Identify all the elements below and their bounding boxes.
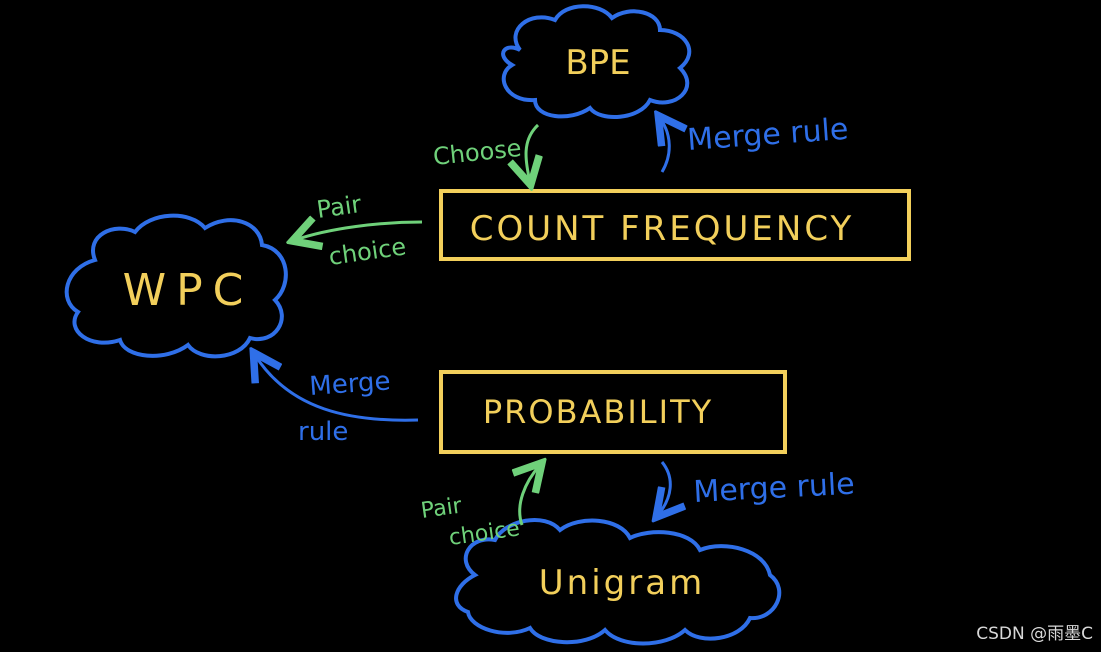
merge-rule-top-label: Merge rule bbox=[686, 112, 849, 158]
pair-choice-left-label-2: choice bbox=[327, 232, 408, 271]
wpc-cloud bbox=[64, 213, 288, 359]
count-frequency-label: COUNT FREQUENCY bbox=[470, 209, 855, 249]
probability-box bbox=[439, 370, 787, 454]
merge-rule-left-label-2: rule bbox=[298, 417, 348, 447]
pair-choice-bottom-label-2: choice bbox=[447, 516, 521, 551]
merge-rule-left-label-1: Merge bbox=[308, 366, 391, 402]
unigram-cloud bbox=[454, 517, 782, 646]
pair-choice-left-arrow bbox=[295, 222, 423, 240]
pair-choice-bottom-label-1: Pair bbox=[419, 493, 464, 524]
pair-choice-bottom-arrow bbox=[520, 465, 540, 526]
bpe-label: BPE bbox=[565, 43, 630, 83]
merge-rule-bottom-label: Merge rule bbox=[693, 467, 856, 510]
unigram-label: Unigram bbox=[539, 563, 705, 603]
merge-rule-left-arrow bbox=[255, 355, 419, 422]
pair-choice-left-label-1: Pair bbox=[315, 190, 363, 224]
merge-rule-bottom-arrow bbox=[658, 461, 670, 515]
probability-label: PROBABILITY bbox=[483, 393, 713, 431]
count-frequency-box bbox=[439, 189, 911, 261]
choose-arrow bbox=[526, 123, 538, 182]
watermark: CSDN @雨墨C bbox=[976, 624, 1093, 644]
wpc-label: WPC bbox=[123, 265, 254, 316]
choose-label: Choose bbox=[432, 134, 523, 171]
merge-rule-top-arrow bbox=[660, 118, 669, 173]
bpe-cloud bbox=[501, 4, 692, 120]
